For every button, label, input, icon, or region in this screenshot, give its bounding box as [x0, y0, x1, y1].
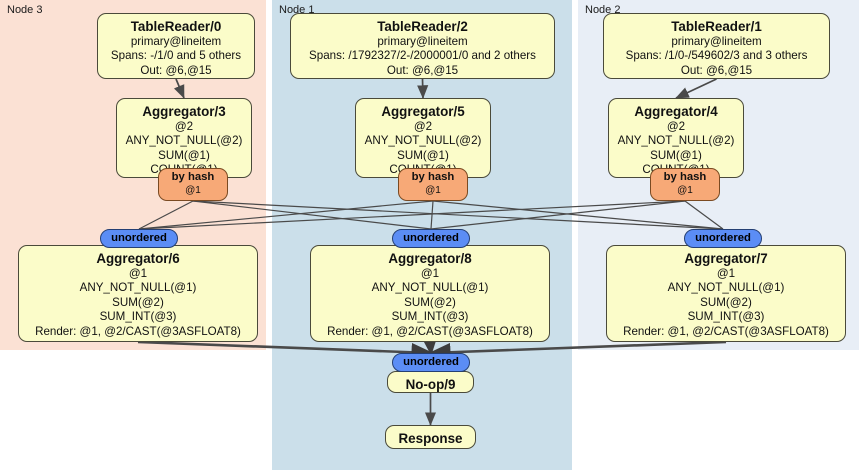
processor-detail-line: primary@lineitem: [130, 35, 222, 48]
edge-byhash3-to-unordered8: [192, 200, 432, 230]
processor-detail-line: Render: @1, @2/CAST(@3ASFLOAT8): [623, 324, 829, 338]
processor-title: Aggregator/5: [381, 104, 465, 119]
processor-detail-line: SUM_INT(@3): [99, 310, 177, 324]
processor-detail-line: @1: [420, 267, 440, 280]
processor-detail-line: SUM(@2): [700, 295, 752, 309]
processor-detail-line: ANY_NOT_NULL(@2): [125, 134, 243, 148]
processor-title: Aggregator/7: [684, 251, 768, 266]
processor-box-aggregator5[interactable]: Aggregator/5@2ANY_NOT_NULL(@2)SUM(@1)COU…: [355, 98, 491, 178]
processor-detail-line: SUM(@1): [397, 148, 449, 162]
edge-aggregator6-to-unordered9: [137, 340, 434, 362]
synchronizer-unordered7[interactable]: unordered: [684, 229, 762, 248]
processor-detail-line: ANY_NOT_NULL(@2): [617, 134, 735, 148]
processor-detail-line: @1: [128, 267, 148, 280]
edge-aggregator7-to-unordered9: [428, 340, 727, 362]
processor-detail-line: @1: [716, 267, 736, 280]
processor-box-aggregator3[interactable]: Aggregator/3@2ANY_NOT_NULL(@2)SUM(@1)COU…: [116, 98, 252, 178]
processor-detail-line: ANY_NOT_NULL(@2): [364, 134, 482, 148]
synchronizer-unordered8[interactable]: unordered: [392, 229, 470, 248]
router-column: @1: [425, 184, 441, 196]
processor-detail-line: primary@lineitem: [671, 35, 762, 48]
processor-detail-line: Spans: /1792327/2-/2000001/0 and 2 other…: [309, 49, 536, 63]
processor-detail-line: Render: @1, @2/CAST(@3ASFLOAT8): [35, 324, 241, 338]
synchronizer-unordered6[interactable]: unordered: [100, 229, 178, 248]
edge-byhash5-to-unordered6: [138, 200, 434, 230]
processor-detail-line: ANY_NOT_NULL(@1): [371, 281, 489, 295]
processor-detail-line: Spans: /1/0-/549602/3 and 3 others: [625, 49, 808, 63]
processor-detail-line: ANY_NOT_NULL(@1): [667, 281, 785, 295]
processor-detail-line: primary@lineitem: [377, 35, 468, 48]
processor-detail-line: @2: [413, 120, 433, 133]
processor-box-noop9[interactable]: No-op/9: [387, 371, 474, 393]
processor-detail-line: Render: @1, @2/CAST(@3ASFLOAT8): [327, 324, 533, 338]
processor-title: No-op/9: [405, 377, 456, 392]
router-byhash4[interactable]: by hash@1: [650, 168, 720, 201]
processor-title: Aggregator/8: [388, 251, 472, 266]
router-label: by hash: [663, 171, 707, 183]
processor-title: Aggregator/6: [96, 251, 180, 266]
processor-detail-line: Out: @6,@15: [680, 63, 753, 77]
processor-title: Response: [398, 431, 463, 446]
node-panel-label-node3: Node 3: [7, 4, 43, 16]
edge-byhash5-to-unordered7: [432, 200, 724, 230]
processor-detail-line: SUM(@2): [112, 295, 164, 309]
processor-detail-line: Out: @6,@15: [386, 63, 459, 77]
processor-title: Aggregator/4: [634, 104, 718, 119]
processor-title: TableReader/1: [671, 19, 762, 34]
processor-detail-line: @2: [666, 120, 686, 133]
edge-byhash4-to-unordered7: [684, 200, 724, 230]
edge-byhash3-to-unordered7: [192, 200, 724, 230]
processor-detail-line: SUM(@2): [404, 295, 456, 309]
edge-byhash3-to-unordered6: [138, 200, 194, 230]
processor-title: TableReader/2: [377, 19, 468, 34]
edge-aggregator8-to-unordered9: [419, 332, 439, 356]
edge-tablereader2-to-aggregator5: [417, 78, 429, 99]
processor-box-aggregator4[interactable]: Aggregator/4@2ANY_NOT_NULL(@2)SUM(@1)COU…: [608, 98, 744, 178]
processor-detail-line: @2: [174, 120, 194, 133]
edge-tablereader0-to-aggregator3: [173, 78, 185, 99]
processor-detail-line: SUM(@1): [650, 148, 702, 162]
processor-title: TableReader/0: [130, 19, 222, 34]
edge-byhash5-to-unordered8: [430, 200, 434, 230]
router-column: @1: [185, 184, 201, 196]
processor-box-response[interactable]: Response: [385, 425, 476, 449]
router-label: by hash: [171, 171, 215, 183]
edge-byhash4-to-unordered8: [430, 200, 686, 230]
router-label: by hash: [411, 171, 455, 183]
processor-detail-line: SUM_INT(@3): [391, 310, 469, 324]
synchronizer-unordered9[interactable]: unordered: [392, 353, 470, 372]
edge-tablereader1-to-aggregator4: [675, 78, 717, 99]
processor-title: Aggregator/3: [142, 104, 226, 119]
router-byhash3[interactable]: by hash@1: [158, 168, 228, 201]
router-column: @1: [677, 184, 693, 196]
processor-detail-line: Spans: -/1/0 and 5 others: [110, 49, 242, 63]
processor-detail-line: SUM_INT(@3): [687, 310, 765, 324]
edge-byhash4-to-unordered6: [138, 200, 686, 230]
processor-detail-line: SUM(@1): [158, 148, 210, 162]
processor-detail-line: ANY_NOT_NULL(@1): [79, 281, 197, 295]
router-byhash5[interactable]: by hash@1: [398, 168, 468, 201]
processor-detail-line: Out: @6,@15: [140, 63, 212, 77]
